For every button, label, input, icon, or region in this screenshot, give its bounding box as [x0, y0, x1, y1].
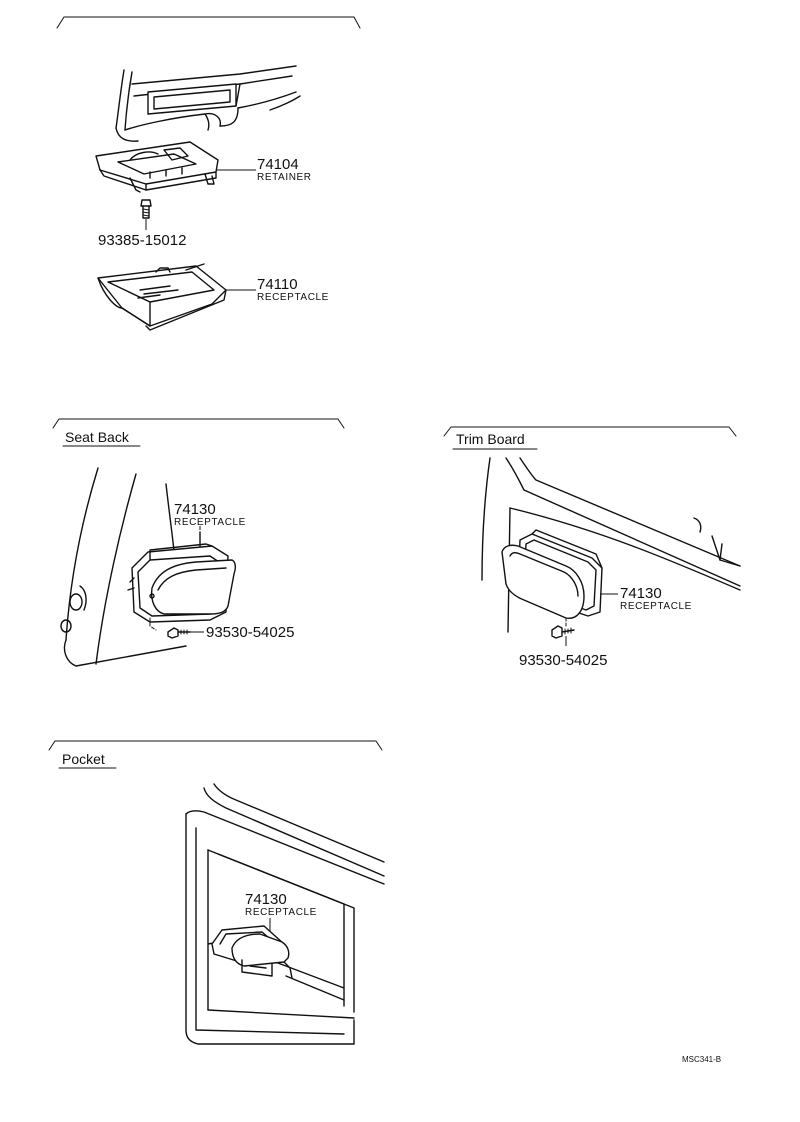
receptacle-top-drawing — [97, 263, 227, 331]
receptacle-pocket-drawing — [211, 925, 293, 979]
pocket-frame — [48, 740, 383, 751]
receptacle-trim-part-name: RECEPTACLE — [620, 601, 692, 612]
receptacle-top-part-number: 74110 — [257, 276, 298, 293]
dashboard-panel-drawing — [115, 65, 301, 142]
receptacle-top-part-name: RECEPTACLE — [257, 292, 329, 303]
receptacle-trim-part-number: 74130 — [620, 585, 662, 602]
seat-back-frame — [52, 418, 345, 429]
trim-board-section: Trim Board 74130 RECEPTACLE — [443, 426, 741, 669]
receptacle-pocket-part-number: 74130 — [245, 891, 287, 908]
trim-board-title: Trim Board — [456, 431, 525, 447]
receptacle-seat-drawing — [127, 531, 237, 631]
screw-trim-part-number: 93530-54025 — [519, 652, 607, 669]
screw-top-drawing — [140, 199, 152, 230]
retainer-drawing — [95, 141, 219, 193]
top-section-frame — [56, 16, 361, 29]
receptacle-seat-part-name: RECEPTACLE — [174, 517, 246, 528]
trim-board-frame — [443, 426, 737, 437]
seat-back-title: Seat Back — [65, 429, 130, 445]
pocket-section: Pocket 74130 RECEPTACLE — [48, 740, 385, 1045]
figure-code: MSC341-B — [682, 1055, 721, 1064]
receptacle-seat-part-number: 74130 — [174, 501, 216, 518]
pocket-title: Pocket — [62, 751, 105, 767]
receptacle-pocket-part-name: RECEPTACLE — [245, 907, 317, 918]
screw-seat-drawing — [167, 627, 191, 639]
screw-top-part-number: 93385-15012 — [98, 232, 186, 249]
screw-trim-drawing — [551, 625, 575, 646]
seat-back-section: Seat Back 74130 RECEPTACLE — [52, 418, 345, 667]
retainer-part-name: RETAINER — [257, 172, 312, 183]
receptacle-trim-drawing — [501, 529, 603, 629]
screw-seat-part-number: 93530-54025 — [206, 624, 294, 641]
retainer-part-number: 74104 — [257, 156, 299, 173]
top-section: 74104 RETAINER 93385-15012 74110 RECEPTA… — [56, 16, 361, 331]
